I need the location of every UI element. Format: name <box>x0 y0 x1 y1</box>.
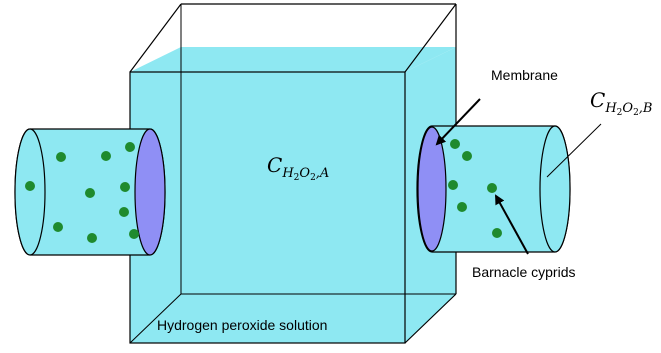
cyprids-left <box>25 142 139 243</box>
solution-label: Hydrogen peroxide solution <box>157 317 327 333</box>
cube-edge <box>129 3 182 73</box>
cyprid <box>129 229 139 239</box>
concentration-a-suffix: ,A <box>316 166 330 181</box>
cyprid <box>462 151 472 161</box>
solution-front-face <box>130 72 405 343</box>
cube-edge <box>404 3 457 73</box>
cyprid <box>85 188 95 198</box>
concentration-b-leader <box>546 123 602 178</box>
concentration-a-sub-o: O <box>299 166 310 181</box>
right-tube-end <box>539 125 571 253</box>
cyprid <box>492 228 502 238</box>
cyprid <box>450 139 460 149</box>
concentration-b-sub-h: H <box>604 101 617 116</box>
membrane-label: Membrane <box>491 67 558 83</box>
concentration-b-suffix: ,B <box>639 101 653 116</box>
concentration-b-sub-2a: 2 <box>617 108 623 118</box>
membrane-arrow <box>435 98 481 146</box>
left-membrane <box>134 128 166 256</box>
cyprid <box>25 181 35 191</box>
concentration-a-sub-2a: 2 <box>294 173 300 183</box>
solution-top-surface <box>130 47 456 72</box>
concentration-b-sub-o: O <box>622 101 633 116</box>
cube-edge <box>404 293 457 344</box>
cyprid <box>87 233 97 243</box>
concentration-a-sub-2b: 2 <box>310 173 316 183</box>
left-tube-end <box>14 128 46 256</box>
cyprid <box>487 183 497 193</box>
concentration-a-label: CH2O2,A <box>267 153 329 183</box>
concentration-b-label: CH2O2,B <box>590 88 652 118</box>
cyprids-right <box>448 139 502 238</box>
cyprid-arrow <box>495 194 529 255</box>
cyprid <box>101 151 111 161</box>
cyprid <box>125 142 135 152</box>
cyprid <box>119 207 129 217</box>
cyprid <box>53 222 63 232</box>
central-chamber <box>129 3 457 344</box>
concentration-a-symbol: C <box>267 153 282 177</box>
cyprid <box>56 152 66 162</box>
right-membrane <box>417 126 447 252</box>
concentration-a-sub-h: H <box>281 166 294 181</box>
cube-back-edge <box>129 293 182 344</box>
concentration-b-sub-2b: 2 <box>633 108 639 118</box>
cyprid-label: Barnacle cyprids <box>472 264 576 280</box>
cyprid <box>120 182 130 192</box>
concentration-b-symbol: C <box>590 88 605 112</box>
cyprid <box>448 180 458 190</box>
cyprid <box>457 202 467 212</box>
